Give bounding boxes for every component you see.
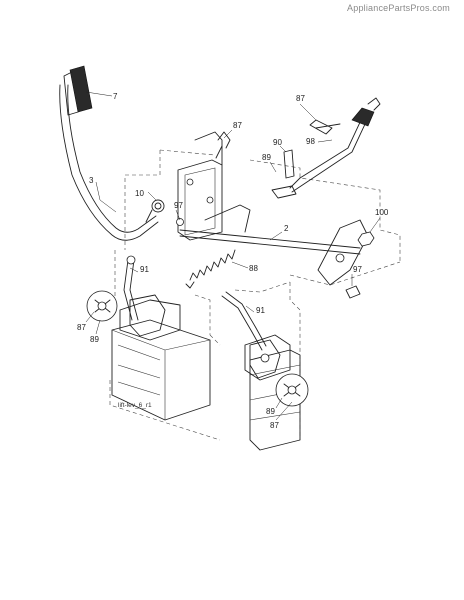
left-lower-bracket [111,299,211,421]
callout-88: 88 [249,264,258,273]
torsion-spring-10 [145,199,165,223]
handle-grip-7 [63,65,93,116]
hairpin-clip-87-top-right [309,119,341,135]
lift-link-91-left [123,255,166,337]
lift-handle-3 [59,84,159,241]
callout-89-upper: 89 [262,153,271,162]
callout-91-left: 91 [140,265,149,274]
lift-shaft-2 [179,219,369,286]
callout-89-right: 89 [266,407,275,416]
clip-detail-left [86,290,118,322]
callout-91-right: 91 [256,306,265,315]
callout-labels: 7 3 10 97 87 87 90 89 98 100 2 88 97 91 … [77,92,389,430]
callout-90: 90 [273,138,282,147]
callout-98: 98 [306,137,315,146]
callout-97-upper: 97 [174,201,183,210]
lift-link-91-right [221,291,281,379]
callout-97-right: 97 [353,265,362,274]
lift-link-98 [271,97,381,199]
clevis-pin-90 [283,149,295,179]
nut-100 [357,231,375,247]
hairpin-clip-87-top-center [215,131,231,159]
right-lower-bracket [244,334,301,451]
callout-87-upper-center: 87 [233,121,242,130]
callout-10: 10 [135,189,144,198]
callout-7: 7 [113,92,118,101]
callout-87-right: 87 [270,421,279,430]
frame-outline [109,149,401,441]
watermark: AppliancePartsPros.com [347,3,450,13]
extension-spring-88 [185,249,236,289]
callout-87-upper-right: 87 [296,94,305,103]
callout-100: 100 [375,208,389,217]
figure-caption: lift-lev_6_r1 [118,402,152,409]
clip-detail-right [275,373,309,407]
callout-2: 2 [284,224,289,233]
callout-3: 3 [89,176,94,185]
center-bracket [176,131,251,241]
bolt-97-right [345,285,361,299]
callout-89-left: 89 [90,335,99,344]
callout-87-left: 87 [77,323,86,332]
leader-lines [85,91,381,421]
